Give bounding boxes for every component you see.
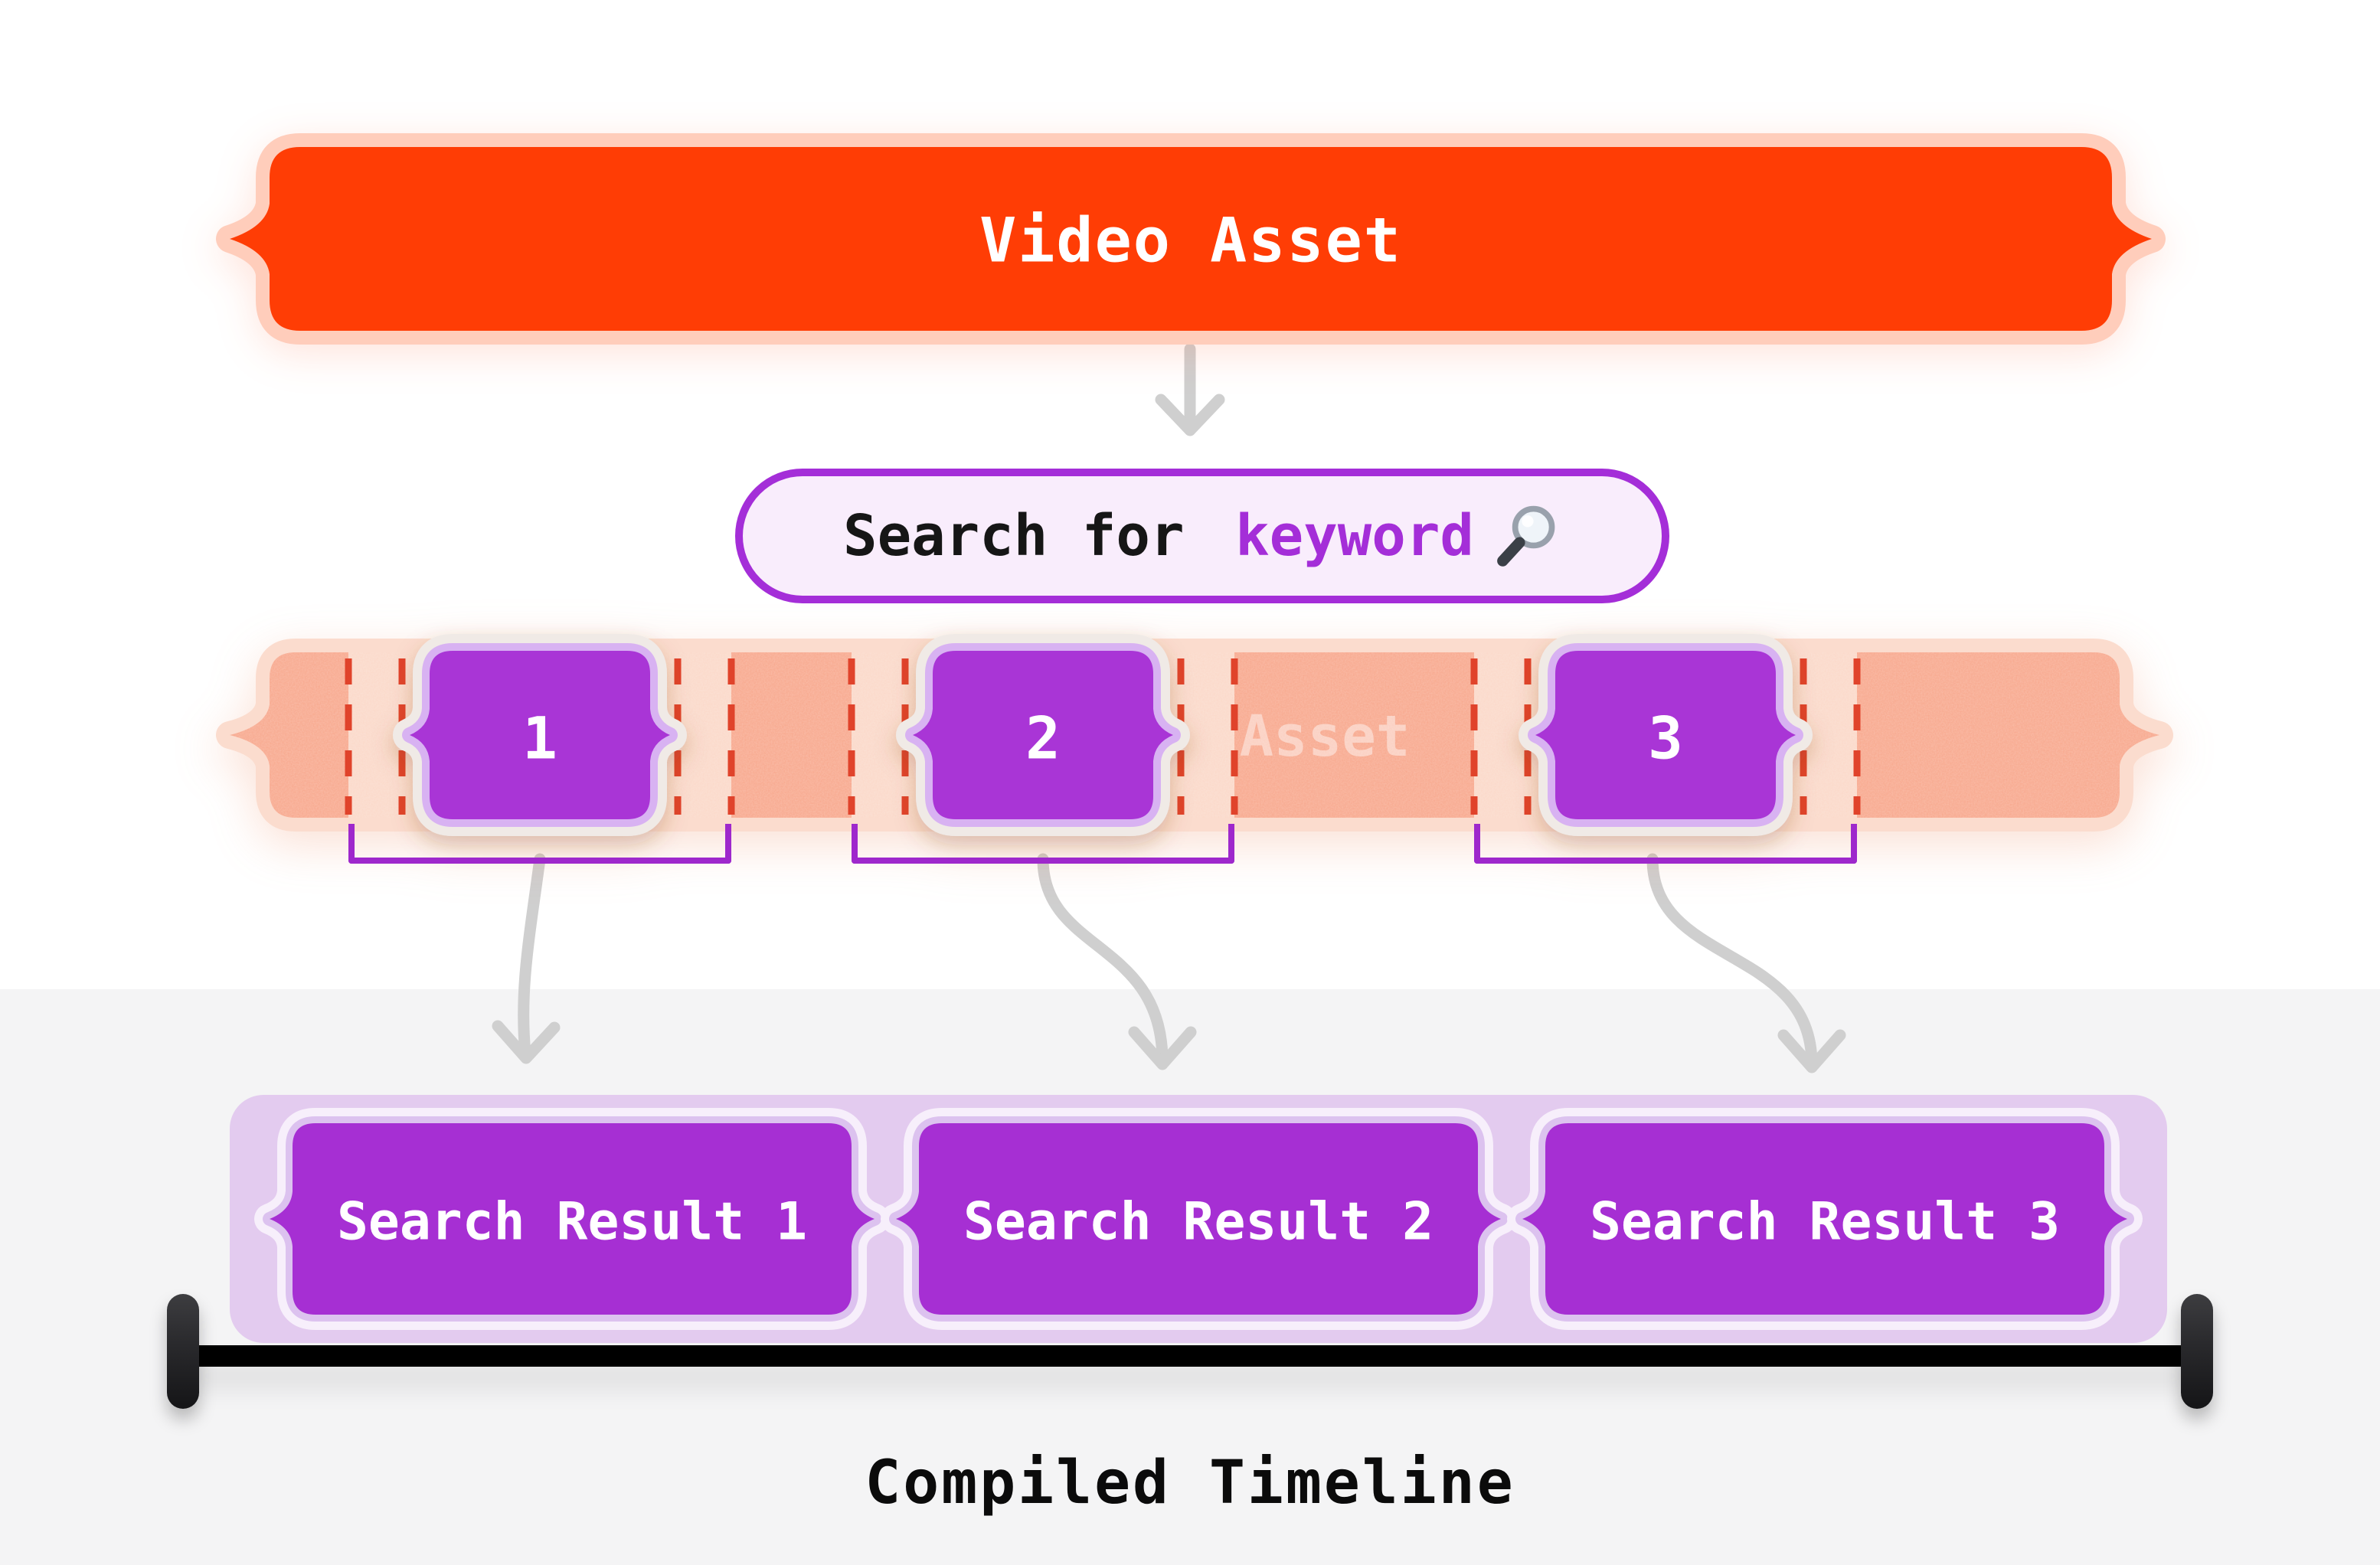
timeline-bar (183, 1345, 2197, 1367)
video-asset-ribbon-shape (216, 133, 2166, 345)
search-result-clip-3: Search Result 3 (1507, 1108, 2143, 1330)
match-segment-3: 3 (1519, 634, 1813, 836)
search-result-clip-1: Search Result 1 (254, 1108, 890, 1330)
search-pill-prefix-label: Search for (843, 503, 1219, 569)
timeline-endcap-left (167, 1294, 199, 1409)
results-container: Search Result 1 Search Result 2 Search R… (230, 1095, 2167, 1343)
strip-watermark-label: Asset (1240, 704, 1411, 769)
selection-bracket-1 (348, 824, 731, 864)
search-result-label: Search Result 2 (963, 1192, 1434, 1253)
timeline-endcap-right (2181, 1294, 2213, 1409)
cut-marker-dashes (345, 658, 1861, 815)
match-segment-1: 1 (393, 634, 687, 836)
video-strip: Asset 1 2 3 (216, 634, 2173, 836)
segment-number-label: 1 (522, 704, 557, 773)
segment-number-label: 2 (1025, 704, 1061, 773)
search-keyword-pill: Search for keyword (735, 469, 1669, 603)
match-segment-2: 2 (896, 634, 1190, 836)
selection-bracket-3 (1474, 824, 1857, 864)
segment-number-label: 3 (1648, 704, 1683, 773)
search-icon (1497, 505, 1555, 567)
arrow-video-to-search-icon (1155, 343, 1225, 436)
search-result-label: Search Result 1 (337, 1192, 807, 1253)
selection-bracket-2 (852, 824, 1234, 864)
search-result-label: Search Result 3 (1590, 1192, 2060, 1253)
compiled-timeline-label: Compiled Timeline (865, 1449, 1515, 1518)
search-result-clip-2: Search Result 2 (881, 1108, 1516, 1330)
video-asset-banner: Video Asset (216, 133, 2166, 345)
search-pill-keyword-label: keyword (1235, 503, 1474, 569)
video-asset-label: Video Asset (979, 205, 1402, 276)
